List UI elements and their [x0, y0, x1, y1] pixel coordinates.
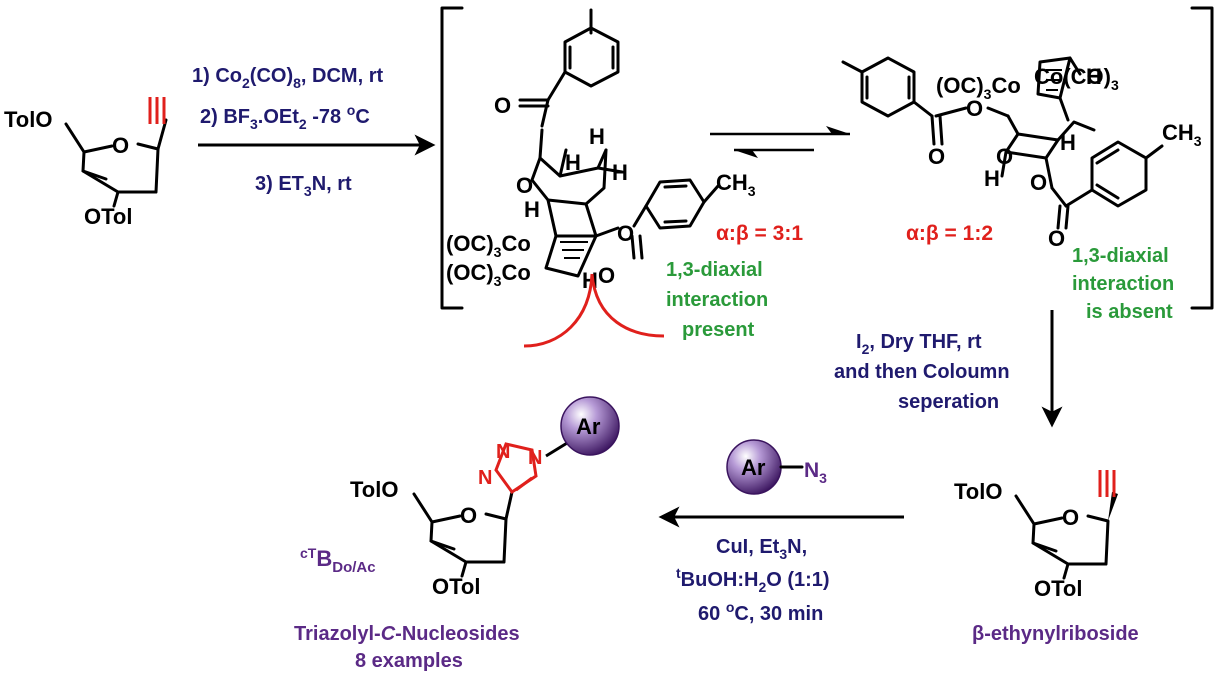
complex-right-h3: H [1060, 130, 1076, 155]
complex-left-anomer-ratio: α:β = 3:1 [716, 222, 803, 245]
condition-step-2: 2) BF3.OEt2 -78 oC [200, 102, 370, 132]
complex-left-h1: H [589, 124, 605, 149]
condition-iodine: I2, Dry THF, rt [856, 331, 982, 357]
product-ring-oxygen: O [460, 503, 477, 528]
complex-right-anomer-ratio: α:β = 1:2 [906, 222, 993, 245]
product-class-name: Triazolyl-C-Nucleosides [294, 623, 520, 645]
complex-right-ring-o: O [996, 144, 1013, 169]
beta-tolo-label: TolO [954, 479, 1002, 504]
product-example-count: 8 examples [355, 650, 463, 672]
product-otol-label: OTol [432, 574, 480, 599]
starting-material: TolO O OTol [4, 97, 168, 229]
complex-right-co-top: Co(CO)3 [1034, 64, 1119, 93]
complex-right-carbonyl-o: O [928, 144, 945, 169]
beta-ring-oxygen: O [1062, 505, 1079, 530]
complex-left-methyl: CH3 [716, 170, 756, 199]
complex-left-ring-o: O [516, 173, 533, 198]
product-tolo-label: TolO [350, 477, 398, 502]
complex-alpha-conformer: O O H H H H H O O CH3 (OC)3Co (OC)3Co α:… [446, 8, 803, 348]
azide-ar-label: Ar [741, 455, 766, 480]
reaction-arrow-3: Ar N3 CuI, Et3N, tBuOH:H2O (1:1) 60 oC, … [658, 439, 904, 625]
start-otol-label: OTol [84, 204, 132, 229]
condition-cui: CuI, Et3N, [716, 536, 807, 562]
beta-otol-label: OTol [1034, 576, 1082, 601]
triazole-n3: N [528, 447, 542, 469]
reaction-arrow-1: 1) Co2(CO)8, DCM, rt 2) BF3.OEt2 -78 oC … [192, 65, 436, 199]
complex-right-h2: H [984, 166, 1000, 191]
product-ar-label: Ar [576, 414, 601, 439]
condition-step-1: 1) Co2(CO)8, DCM, rt [192, 65, 383, 91]
condition-temperature-time: 60 oC, 30 min [698, 599, 823, 625]
intermediate-brackets [440, 6, 1214, 310]
complex-left-h3: H [612, 160, 628, 185]
compound-code: cTBDo/Ac [300, 545, 376, 576]
complex-left-co-carbonyl-2: (OC)3Co [446, 260, 531, 289]
complex-left-ester-o: O [617, 221, 634, 246]
complex-left-carbonyl-o: O [494, 93, 511, 118]
complex-right-note-line-1: 1,3-diaxial [1072, 245, 1169, 267]
complex-left-ester-carbonyl-o: O [598, 263, 615, 288]
condition-column-2: seperation [898, 391, 999, 413]
complex-left-h4: H [524, 197, 540, 222]
complex-beta-conformer: Co(CO)3 (OC)3Co H O O O H H O O CH3 α:β … [841, 56, 1202, 323]
complex-right-carbonyl-o2: O [1048, 226, 1065, 251]
triazolyl-c-nucleoside: Ar N N N TolO O OTol cTBDo/Ac Triazolyl-… [294, 396, 620, 672]
complex-right-note-line-2: interaction [1072, 273, 1174, 295]
complex-right-note-line-3: is absent [1086, 301, 1173, 323]
complex-right-methyl: CH3 [1162, 120, 1202, 149]
complex-right-ester-o2: O [1030, 170, 1047, 195]
beta-ethynylriboside: TolO O OTol β-ethynylriboside [954, 470, 1139, 645]
start-ring-oxygen: O [112, 133, 129, 158]
equilibrium-arrows [710, 126, 850, 158]
complex-left-note-line-2: interaction [666, 289, 768, 311]
condition-step-3: 3) ET3N, rt [255, 173, 352, 199]
triazole-n1: N [478, 467, 492, 489]
complex-left-note-line-1: 1,3-diaxial [666, 259, 763, 281]
complex-right-h1: H [1086, 64, 1102, 89]
reaction-arrow-2: I2, Dry THF, rt and then Coloumn seperat… [834, 310, 1063, 428]
complex-left-note-line-3: present [682, 319, 755, 341]
start-tolo-label: TolO [4, 107, 52, 132]
complex-left-h2: H [565, 150, 581, 175]
azide-n3-label: N3 [804, 459, 827, 486]
condition-solvent: tBuOH:H2O (1:1) [676, 565, 830, 595]
beta-compound-name: β-ethynylriboside [972, 623, 1139, 645]
triazole-n2: N [496, 441, 510, 463]
product-aryl-sphere [560, 396, 620, 456]
complex-right-ester-o: O [966, 96, 983, 121]
condition-column-1: and then Coloumn [834, 361, 1010, 383]
complex-right-co-left: (OC)3Co [936, 73, 1021, 102]
complex-left-co-carbonyl-1: (OC)3Co [446, 231, 531, 260]
